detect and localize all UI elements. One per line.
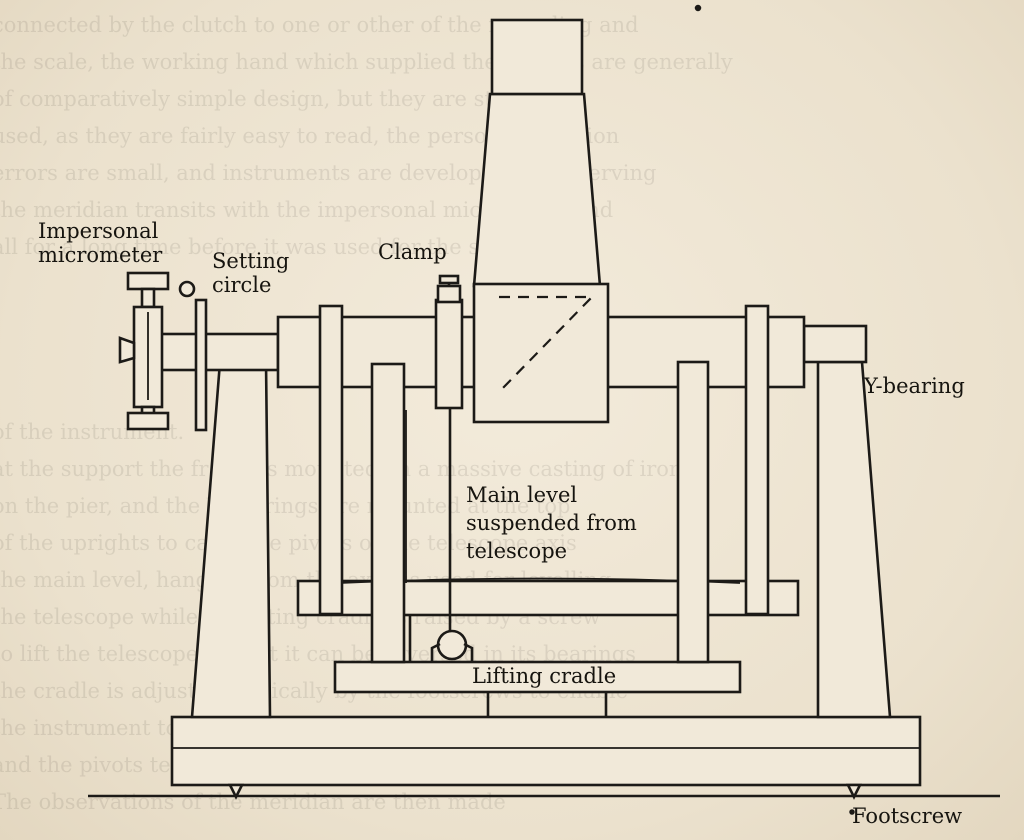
prism-cube [472, 282, 610, 424]
label-y-bearing: Y-bearing [864, 374, 965, 398]
footscrew-right [845, 783, 863, 800]
label-impersonal-micrometer-line1: Impersonal [38, 219, 159, 243]
micrometer-top-stem [140, 287, 156, 309]
label-main-level-line3: telescope [466, 539, 568, 563]
label-setting-circle: Setting circle [212, 249, 289, 297]
label-footscrew: Footscrew [852, 804, 963, 828]
axis-left-end [158, 332, 280, 372]
clamp-collar [436, 284, 462, 304]
micrometer-eyepiece [118, 336, 136, 364]
prism-dashed-diagonal [498, 295, 595, 393]
outer-plate-left [318, 304, 344, 616]
micrometer-top-knob [126, 271, 170, 291]
base-plinth [170, 715, 922, 787]
label-main-level: Main level suspended from telescope [466, 481, 637, 565]
label-setting-circle-line1: Setting [212, 249, 290, 273]
setting-circle-disc [194, 298, 208, 432]
clamp-body [434, 298, 464, 410]
axis-right-end [802, 324, 868, 364]
stray-dot-right [849, 809, 855, 815]
right-upright [816, 360, 892, 719]
label-main-level-line2: suspended from [466, 511, 637, 535]
stray-dot-top [694, 4, 702, 12]
inner-plate-left [370, 362, 406, 664]
label-setting-circle-line2: circle [212, 273, 272, 297]
clamp-screw-head [438, 274, 460, 285]
label-main-level-line1: Main level [466, 483, 578, 507]
setting-circle-knob [178, 280, 196, 298]
telescope-tube [472, 92, 602, 288]
clamp-pivot-seat [430, 642, 474, 662]
inner-plate-right [676, 360, 710, 664]
micrometer-bottom-knob [126, 411, 170, 431]
telescope-eyepiece-cap [490, 18, 584, 96]
lifting-cradle [333, 660, 742, 694]
clamp-pivot-ball [436, 629, 468, 661]
label-lifting-cradle: Lifting cradle [472, 664, 617, 688]
label-impersonal-micrometer: Impersonal micrometer [38, 219, 162, 267]
label-clamp: Clamp [378, 240, 447, 264]
outer-plate-right [744, 304, 770, 616]
footscrew-left [227, 783, 245, 800]
label-impersonal-micrometer-line2: micrometer [38, 243, 163, 267]
